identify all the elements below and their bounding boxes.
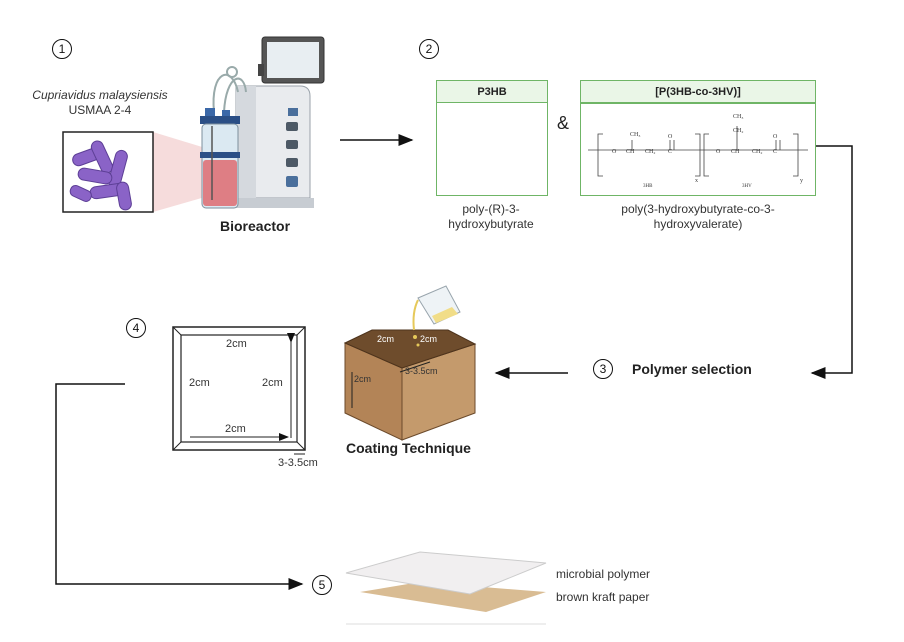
p3hb-name: poly-(R)-3-hydroxybutyrate bbox=[448, 202, 534, 231]
svg-text:CH₂: CH₂ bbox=[645, 149, 655, 155]
arrow-4-to-5 bbox=[55, 383, 304, 590]
frame-dim-top: 2cm bbox=[226, 338, 247, 350]
svg-text:CH₃: CH₃ bbox=[733, 114, 743, 120]
svg-text:CH: CH bbox=[626, 149, 635, 155]
svg-text:O: O bbox=[668, 134, 673, 140]
coating-technique-label: Coating Technique bbox=[346, 440, 471, 456]
p3hb-title: P3HB bbox=[436, 80, 548, 104]
svg-text:O: O bbox=[716, 149, 721, 155]
step-4-number: 4 bbox=[126, 318, 146, 338]
ampersand: & bbox=[557, 113, 570, 133]
frame-dim-right: 2cm bbox=[262, 377, 283, 389]
copolymer-box bbox=[580, 102, 816, 196]
svg-text:O: O bbox=[773, 134, 778, 140]
layers-illustration bbox=[345, 551, 547, 625]
coating-frame bbox=[172, 326, 306, 455]
svg-text:x: x bbox=[695, 178, 698, 184]
step-2-number: 2 bbox=[419, 39, 439, 59]
svg-text:CH₃: CH₃ bbox=[630, 132, 640, 138]
svg-text:y: y bbox=[800, 178, 803, 184]
box-dim-top-left: 2cm bbox=[377, 334, 395, 344]
layer-top-label: microbial polymer bbox=[556, 567, 651, 581]
box-dim-depth: 3-3.5cm bbox=[405, 366, 438, 376]
step-3-number: 3 bbox=[593, 359, 613, 379]
frame-dim-left: 2cm bbox=[189, 377, 210, 389]
box-dim-top-right: 2cm bbox=[420, 334, 438, 344]
polymer-selection-label: Polymer selection bbox=[632, 361, 752, 377]
box-dim-side: 2cm bbox=[354, 374, 372, 384]
svg-text:C: C bbox=[773, 149, 777, 155]
copolymer-structure bbox=[588, 126, 808, 177]
svg-text:CH₂: CH₂ bbox=[752, 149, 762, 155]
arrow-2-to-3 bbox=[810, 145, 853, 379]
p3hb-box bbox=[436, 102, 548, 196]
strain-label: USMAA 2-4 bbox=[68, 103, 132, 117]
pouring-beaker bbox=[412, 285, 461, 347]
step-5-number: 5 bbox=[312, 575, 332, 595]
svg-text:CH: CH bbox=[731, 149, 740, 155]
svg-text:O: O bbox=[612, 149, 617, 155]
bioreactor-illustration bbox=[200, 36, 325, 209]
svg-text:C: C bbox=[668, 149, 672, 155]
step-1-number: 1 bbox=[52, 39, 72, 59]
organism-name: Cupriavidus malaysiensis bbox=[32, 88, 168, 102]
frame-dim-border: 3-3.5cm bbox=[278, 457, 318, 469]
bioreactor-label: Bioreactor bbox=[220, 218, 291, 234]
copolymer-title: [P(3HB-co-3HV)] bbox=[580, 80, 816, 104]
layer-bottom-label: brown kraft paper bbox=[556, 590, 650, 604]
svg-text:CH₂: CH₂ bbox=[733, 128, 743, 134]
copolymer-name: poly(3-hydroxybutyrate-co-3-hydroxyvaler… bbox=[621, 202, 775, 231]
unit-3hv: 3HV bbox=[742, 184, 752, 189]
bacteria-inset bbox=[62, 131, 212, 213]
unit-3hb: 3HB bbox=[643, 184, 653, 189]
frame-dim-bottom: 2cm bbox=[225, 423, 246, 435]
cardboard-box bbox=[343, 329, 477, 441]
